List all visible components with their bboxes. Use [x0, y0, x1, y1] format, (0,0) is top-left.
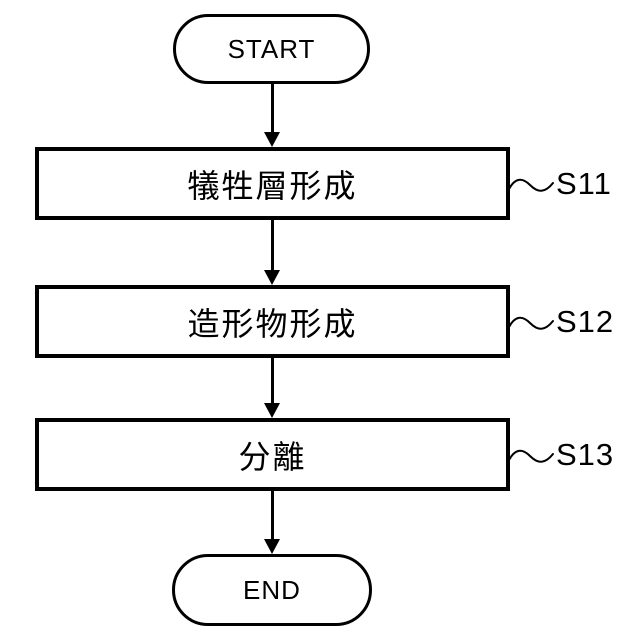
arrow-head-icon — [264, 270, 280, 285]
process-label: 犠牲層形成 — [187, 167, 358, 204]
tilde-connector-icon — [508, 178, 554, 192]
step-reference-s12: S12 — [508, 285, 614, 358]
arrow-line — [270, 84, 274, 132]
arrow-head-icon — [264, 539, 280, 554]
start-terminal: START — [173, 14, 370, 84]
flow-arrow — [264, 358, 280, 418]
step-reference-label: S13 — [556, 436, 615, 472]
process-box-s13: 分離 — [35, 418, 510, 491]
flow-arrow — [264, 84, 280, 147]
process-box-s12: 造形物形成 — [35, 285, 510, 358]
arrow-line — [270, 220, 274, 270]
arrow-head-icon — [264, 132, 280, 147]
tilde-connector-icon — [508, 316, 554, 330]
flow-arrow — [264, 220, 280, 285]
step-reference-label: S12 — [556, 303, 615, 339]
arrow-head-icon — [264, 403, 280, 418]
arrow-line — [270, 358, 274, 403]
end-terminal-label: END — [243, 574, 301, 605]
process-label: 分離 — [238, 438, 307, 475]
tilde-connector-icon — [508, 449, 554, 463]
start-terminal-label: START — [227, 33, 316, 64]
step-reference-s11: S11 — [508, 147, 612, 220]
arrow-line — [270, 491, 274, 539]
process-label: 造形物形成 — [187, 305, 358, 342]
step-reference-s13: S13 — [508, 418, 614, 491]
end-terminal: END — [172, 554, 372, 626]
flow-arrow — [264, 491, 280, 554]
step-reference-label: S11 — [556, 165, 612, 201]
process-box-s11: 犠牲層形成 — [35, 147, 510, 220]
